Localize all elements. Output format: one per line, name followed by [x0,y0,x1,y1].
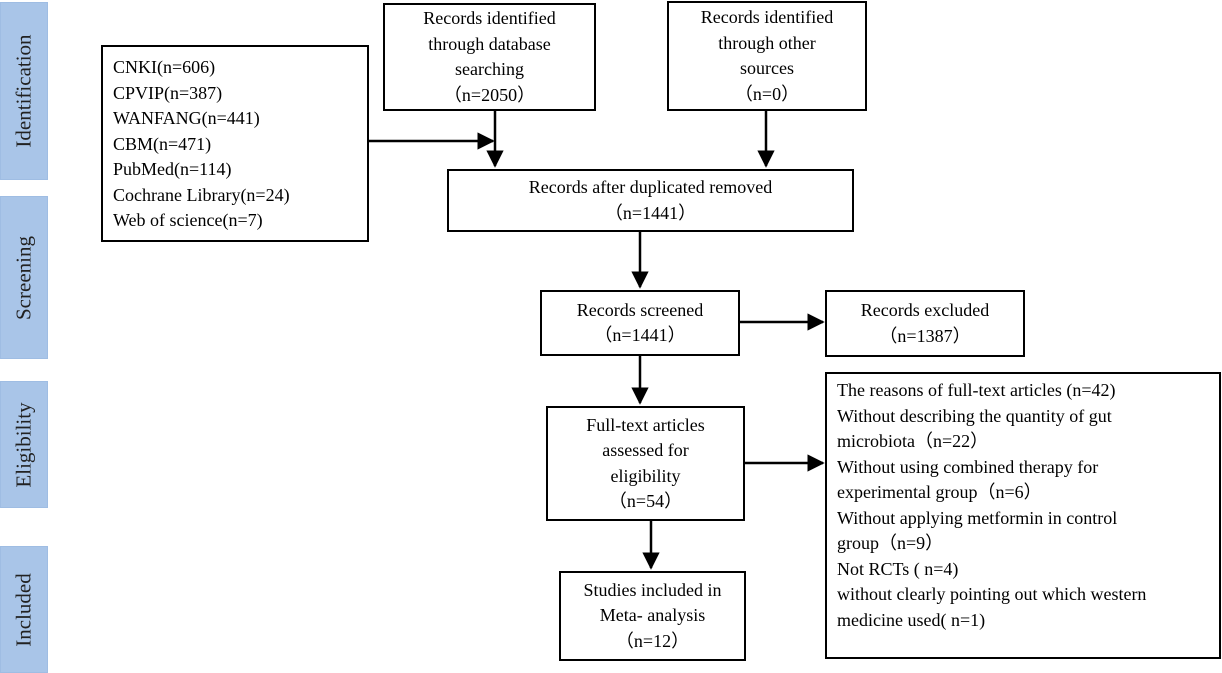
stage-eligibility: Eligibility [0,381,48,508]
full-text-count: （n=54） [608,491,683,511]
included-line: Meta- analysis [599,605,706,626]
db-search-count: （n=2050） [443,84,536,105]
database-line: CPVIP(n=387) [113,82,223,103]
full-text-line: Full-text articles [586,414,705,435]
stage-screening: Screening [0,196,48,359]
screened-line: Records screened [576,299,704,320]
db-search-box: Records identified through database sear… [383,3,596,111]
database-line: CBM(n=471) [113,133,212,154]
included-line: Studies included in [583,579,722,600]
database-line: CNKI(n=606) [113,57,216,77]
reason-line: group（n=9） [837,533,944,553]
duplicates-removed-line: Records after duplicated removed [528,177,773,197]
databases-box: CNKI(n=606) CPVIP(n=387) WANFANG(n=441) … [101,45,369,242]
full-text-line: eligibility [610,465,681,486]
excluded-count: （n=1387） [879,325,971,346]
stage-identification: Identification [0,2,48,180]
screened-box: Records screened （n=1441） [540,290,740,356]
duplicates-removed-count: （n=1441） [604,202,697,223]
database-line: WANFANG(n=441) [113,108,260,128]
reasons-heading: The reasons of full-text articles (n=42) [837,380,1116,400]
duplicates-removed-box: Records after duplicated removed （n=1441… [447,169,854,232]
reason-line: without clearly pointing out which weste… [837,584,1147,604]
db-search-line: Records identified [423,8,556,28]
exclusion-reasons-box: The reasons of full-text articles (n=42)… [825,372,1221,659]
other-sources-line: Records identified [700,7,834,27]
other-sources-count: （n=0） [734,83,800,104]
reason-line: Without using combined therapy for [837,456,1099,477]
other-sources-line: through other [718,32,816,53]
stage-included: Included [0,546,48,673]
reason-line: Not RCTs ( n=4) [837,558,959,579]
reason-line: experimental group（n=6） [837,482,1042,502]
full-text-line: assessed for [602,440,689,460]
reason-line: medicine used( n=1) [837,609,986,630]
db-search-line: searching [455,59,524,79]
excluded-box: Records excluded （n=1387） [825,290,1025,357]
reason-line: Without applying metformin in control [837,507,1118,528]
reason-line: microbiota（n=22） [837,431,989,451]
included-box: Studies included in Meta- analysis （n=12… [559,571,746,661]
screened-count: （n=1441） [594,325,686,345]
db-search-line: through database [428,33,551,54]
other-sources-line: sources [740,58,794,78]
full-text-box: Full-text articles assessed for eligibil… [546,406,745,521]
excluded-line: Records excluded [860,300,990,320]
other-sources-box: Records identified through other sources… [667,1,867,111]
reason-line: Without describing the quantity of gut [837,405,1112,426]
included-count: （n=12） [615,630,690,651]
database-line: Cochrane Library(n=24) [113,184,290,205]
database-line: Web of science(n=7) [113,210,263,230]
database-line: PubMed(n=114) [113,159,232,179]
